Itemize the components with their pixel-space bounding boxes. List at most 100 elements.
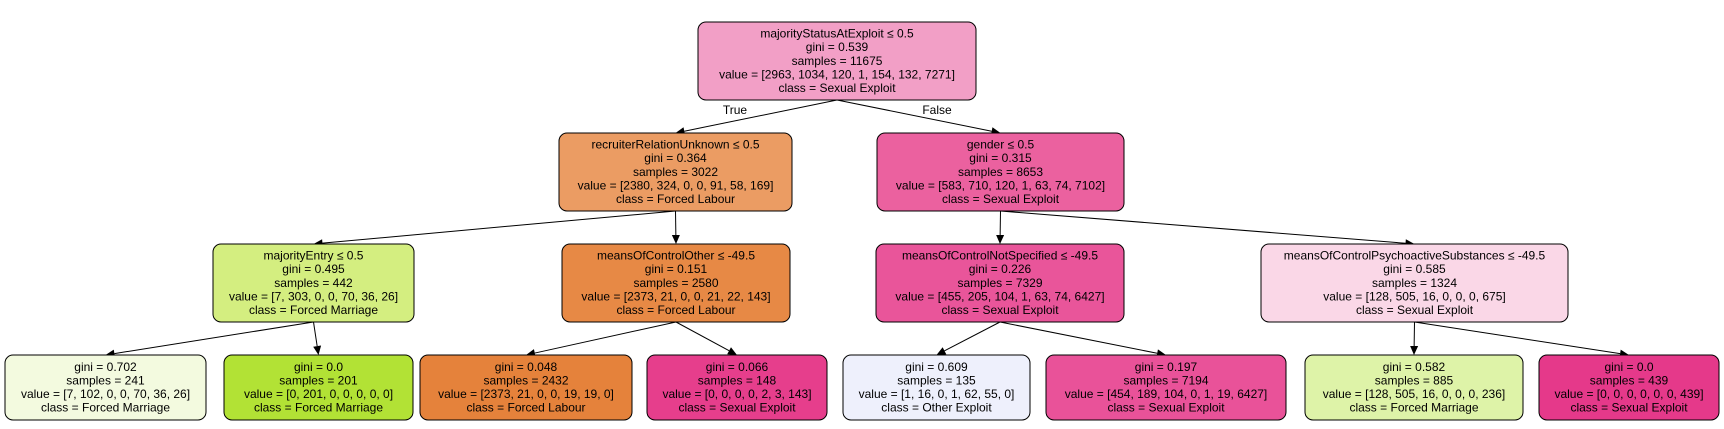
edge-arrowhead [313,345,322,355]
node-box [646,354,828,421]
edge-line [313,321,318,347]
edge-root-n2: False [836,99,1001,136]
node-text-line: value = [7, 102, 0, 0, 70, 36, 26] [21,387,190,401]
node-text-line: majorityEntry ≤ 0.5 [264,249,364,263]
node-text-line: value = [2963, 1034, 120, 1, 154, 132, 7… [719,67,955,81]
edge-line [836,99,992,132]
edge-label: False [922,103,952,117]
node-text-line: value = [454, 189, 104, 0, 1, 19, 6427] [1065,387,1268,401]
edge-n4-l4 [675,321,737,355]
node-text-line: value = [583, 710, 120, 1, 63, 74, 7102] [896,178,1105,192]
node-text-line: value = [0, 0, 0, 0, 2, 3, 143] [662,387,811,401]
node-text-line: gini = 0.197 [1135,360,1198,374]
node-text-line: class = Sexual Exploit [1570,401,1688,415]
node-text-line: gini = 0.226 [969,262,1032,276]
edge-line [684,99,838,132]
node-box [561,243,791,323]
edge-arrowhead [671,234,680,244]
node-text-line: samples = 241 [66,374,145,388]
node-text-line: value = [0, 201, 0, 0, 0, 0, 0] [244,387,393,401]
edge-line [944,321,1001,352]
node-text-line: samples = 2580 [633,276,718,290]
edge-n6-l8 [1414,321,1629,358]
node-text-line: samples = 439 [1590,374,1669,388]
edge-n6-l7 [1410,321,1419,355]
node-text-line: class = Sexual Exploit [778,81,896,95]
node-text-line: class = Sexual Exploit [942,192,1060,206]
node-text-line: class = Forced Labour [616,303,735,317]
edge-line [675,321,730,352]
node-text-line: class = Forced Marriage [41,401,170,415]
edge-arrowhead [936,347,947,355]
node-text-line: class = Forced Marriage [1349,401,1478,415]
node-text-line: class = Sexual Exploit [1356,303,1474,317]
node-text-line: samples = 11675 [792,54,883,68]
edge-line [999,321,1158,354]
node-text-line: value = [2380, 324, 0, 0, 91, 58, 169] [578,178,774,192]
node-text-line: gini = 0.539 [806,40,869,54]
node-text-line: meansOfControlNotSpecified ≤ -49.5 [902,249,1098,263]
node-text-line: value = [2373, 21, 0, 0, 19, 19, 0] [438,387,614,401]
edge-arrowhead [727,347,737,355]
node-text-line: value = [7, 303, 0, 0, 70, 36, 26] [229,289,398,303]
edge-n5-l6 [999,321,1166,358]
node-box [212,243,415,323]
node-box [876,132,1125,212]
node-text-line: gini = 0.048 [495,360,558,374]
node-text-line: class = Forced Marriage [249,303,378,317]
edge-label: True [723,103,748,117]
node-text-line: gini = 0.066 [706,360,769,374]
node-text-line: samples = 3022 [633,165,718,179]
edge-n2-n5 [996,210,1005,244]
edge-line [534,321,677,354]
node-text-line: gini = 0.151 [645,262,708,276]
node-text-line: gini = 0.495 [282,262,345,276]
node-text-line: samples = 148 [698,374,777,388]
node-text-line: samples = 7194 [1123,374,1208,388]
node-text-line: samples = 135 [897,374,976,388]
edge-n1-n3 [313,210,676,248]
node-text-line: value = [0, 0, 0, 0, 0, 0, 439] [1554,387,1703,401]
node-text-line: recruiterRelationUnknown ≤ 0.5 [592,138,760,152]
node-text-line: samples = 8653 [958,165,1043,179]
node-box [1045,354,1287,421]
node-text-line: samples = 2432 [483,374,568,388]
node-text-line: gini = 0.364 [644,151,707,165]
edge-root-n1: True [675,99,838,136]
node-text-line: gini = 0.702 [74,360,137,374]
node-text-line: samples = 7329 [957,276,1042,290]
node-box [1304,354,1524,421]
tree-node-n6: meansOfControlPsychoactiveSubstances ≤ -… [1260,243,1569,323]
edge-line [322,210,676,244]
node-text-line: value = [2373, 21, 0, 0, 21, 22, 143] [581,289,770,303]
node-text-line: class = Forced Labour [616,192,735,206]
node-text-line: value = [1, 16, 0, 1, 62, 55, 0] [859,387,1015,401]
node-box [223,354,414,421]
node-box [4,354,207,421]
edge-line [1000,210,1406,244]
edge-line [114,321,314,355]
node-text-line: gini = 0.0 [1604,360,1653,374]
node-text-line: samples = 442 [274,276,353,290]
node-text-line: samples = 1324 [1372,276,1457,290]
edge-n3-l2 [313,321,322,355]
node-box [558,132,793,212]
edge-n5-l5 [936,321,1001,355]
node-text-line: value = [455, 205, 104, 1, 63, 74, 6427] [895,289,1104,303]
node-text-line: samples = 885 [1375,374,1454,388]
node-text-line: class = Forced Marriage [254,401,383,415]
node-text-line: gini = 0.585 [1383,262,1446,276]
node-text-line: gini = 0.315 [969,151,1032,165]
